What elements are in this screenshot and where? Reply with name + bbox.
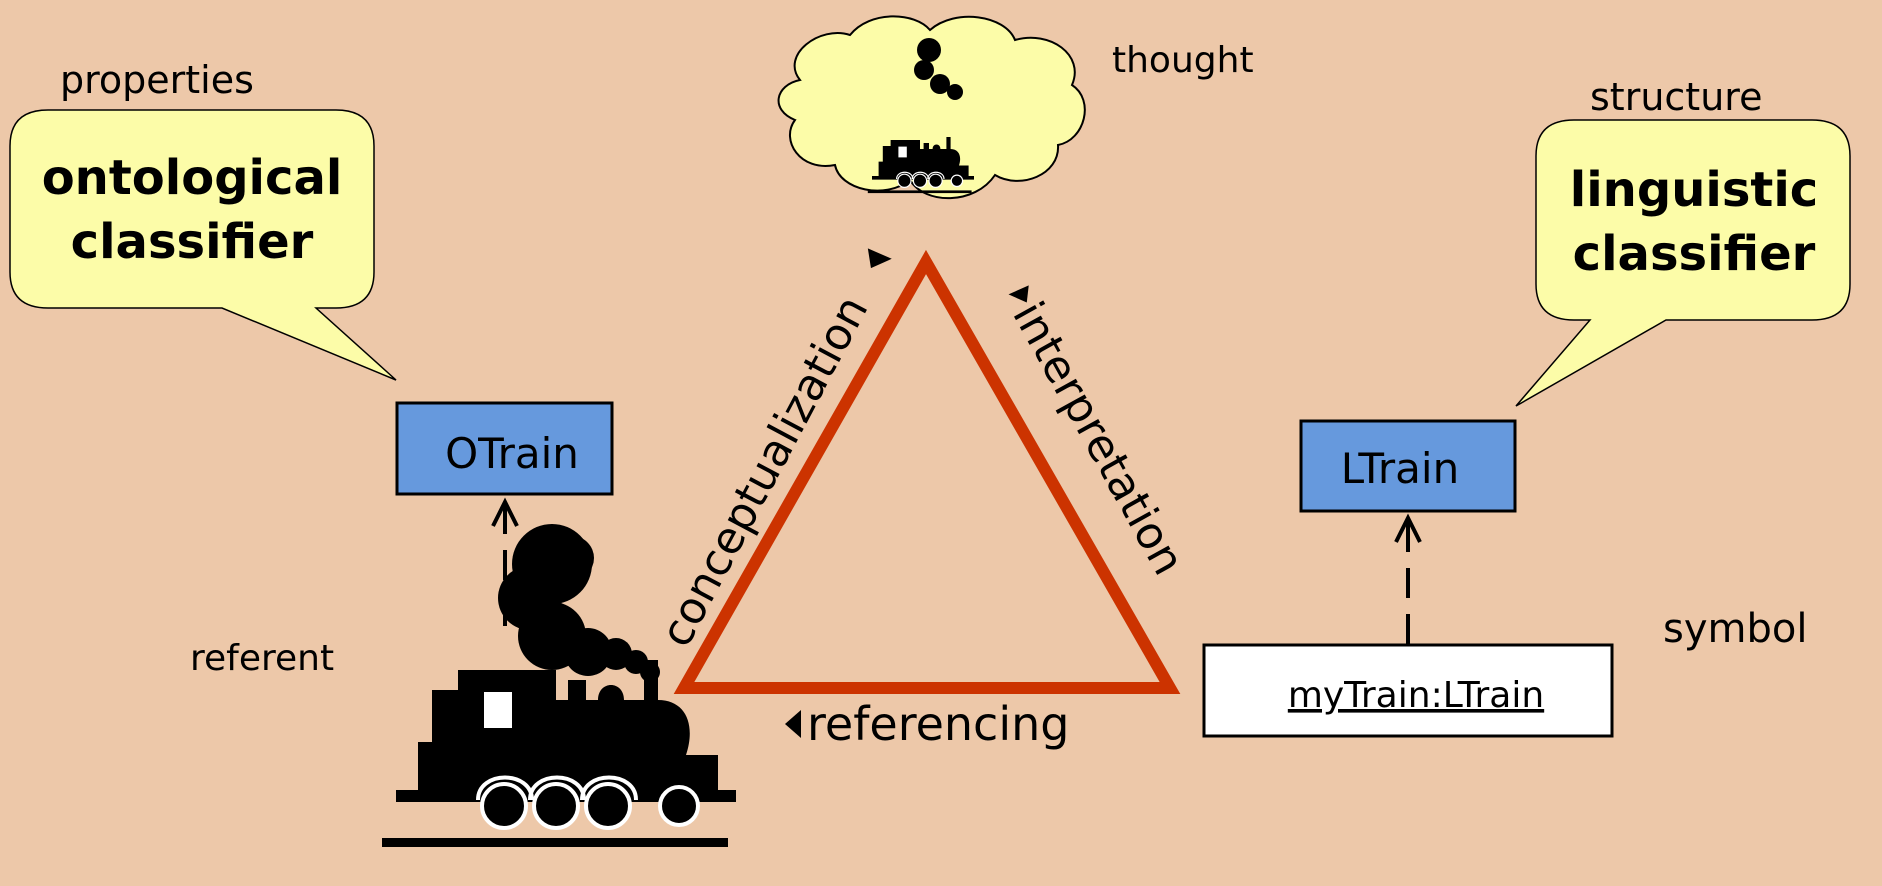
referencing-text: referencing: [807, 697, 1069, 751]
symbol-label: symbol: [1663, 606, 1807, 652]
referencing-edge-label: referencing: [785, 697, 1069, 751]
ontological-classifier-bubble: ontological classifier: [9, 109, 397, 381]
mytrain-label: myTrain:LTrain: [1288, 675, 1544, 716]
interpretation-arrowhead: [1008, 285, 1029, 303]
linguistic-bubble-line1: linguistic: [1570, 162, 1818, 218]
thought-label: thought: [1112, 40, 1254, 81]
ontological-bubble-line2: classifier: [71, 214, 314, 270]
otrain-label: OTrain: [445, 429, 579, 478]
referent-train-icon: [380, 524, 738, 849]
conceptualization-arrowhead: [867, 248, 892, 269]
ltrain-label: LTrain: [1341, 444, 1459, 493]
referencing-arrowhead: [785, 710, 801, 738]
mytrain-object-box: myTrain:LTrain: [1202, 643, 1614, 738]
thought-cloud: [777, 15, 1086, 200]
linguistic-bubble-line2: classifier: [1573, 226, 1816, 282]
structure-label: structure: [1590, 75, 1762, 119]
referent-label: referent: [190, 638, 334, 679]
ontological-bubble-line1: ontological: [42, 150, 343, 206]
meaning-triangle: [673, 249, 1181, 694]
properties-label: properties: [60, 58, 254, 102]
ltrain-instance-arrow: [1394, 513, 1422, 644]
linguistic-classifier-bubble: linguistic classifier: [1515, 119, 1851, 407]
otrain-class-box: OTrain: [395, 401, 614, 496]
ltrain-class-box: LTrain: [1299, 419, 1517, 513]
thought-train-icon: [867, 38, 975, 194]
